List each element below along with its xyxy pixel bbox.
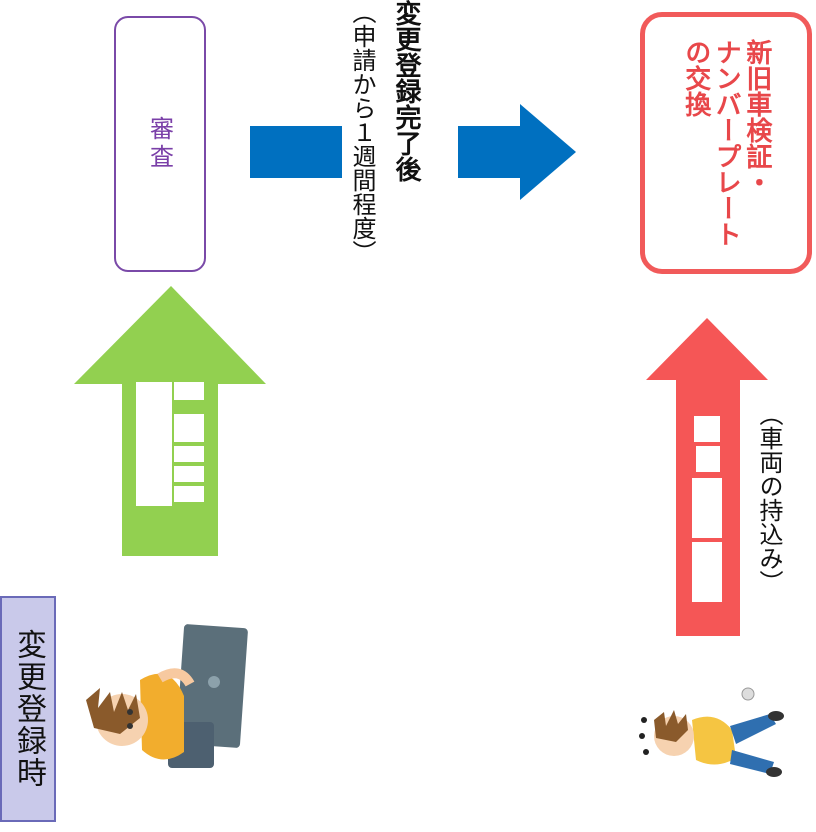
- review-box: 審査: [114, 16, 206, 272]
- vehicle-note-label: （車両の持込み）: [755, 402, 783, 594]
- exchange-line-3: の交換: [680, 39, 711, 117]
- exchange-box: 新旧車検証・ ナンバープレート の交換: [640, 12, 812, 274]
- blue-arrow: [250, 104, 576, 200]
- person-walking-illustration: [639, 687, 784, 777]
- timing-box: 変更登録時: [0, 596, 56, 822]
- red-arrow: [646, 318, 768, 636]
- vehicle-note: （車両の持込み）: [752, 402, 787, 598]
- completion-title: 変更登録完了後: [391, 0, 421, 182]
- exchange-line-2: ナンバープレート: [711, 39, 742, 247]
- exchange-line-1: 新旧車検証・: [741, 39, 772, 195]
- completion-note: （申請から１週間程度）: [348, 0, 376, 264]
- green-arrow: [74, 286, 266, 556]
- review-label: 審査: [145, 116, 174, 172]
- timing-label: 変更登録時: [11, 629, 46, 789]
- person-laptop-illustration: [86, 624, 248, 768]
- middle-label: 変更登録完了後 （申請から１週間程度）: [345, 0, 425, 300]
